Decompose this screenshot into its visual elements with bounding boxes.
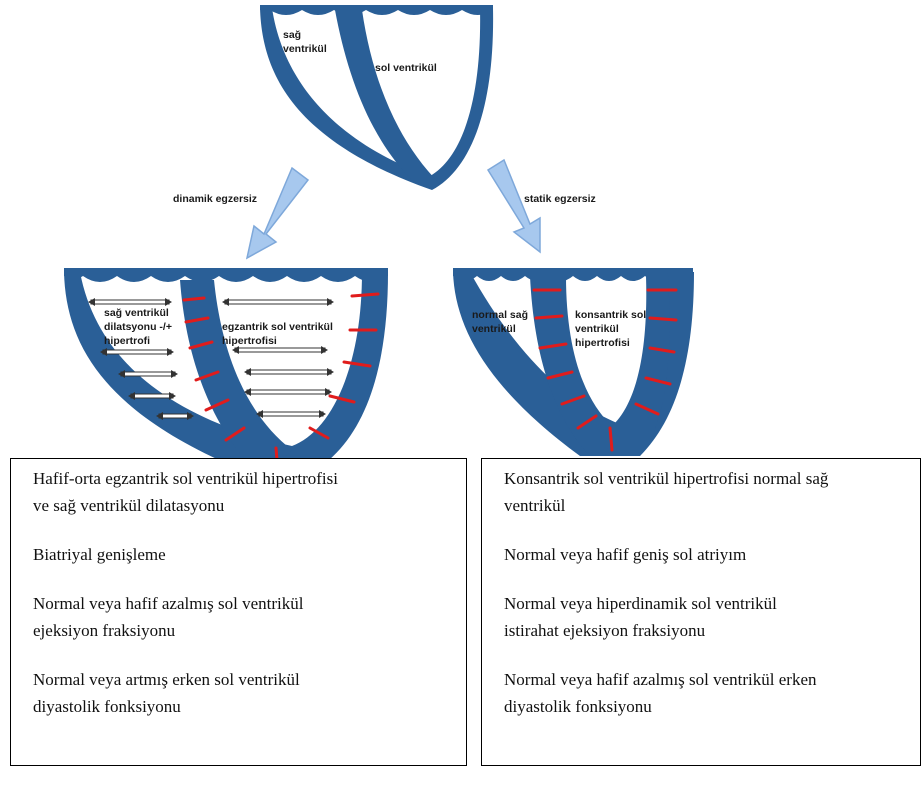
left-heart: [64, 268, 388, 460]
wall-marker: [610, 428, 612, 450]
wall-marker: [184, 298, 204, 300]
static-exercise-findings-box: Konsantrik sol ventrikül hipertrofisi no…: [481, 458, 921, 766]
top-heart-label-right-2: ventrikül: [283, 43, 327, 55]
left-heart-label-right-1: sağ ventrikül: [104, 307, 169, 319]
wall-marker: [536, 316, 562, 318]
left-heart-label-left-1: egzantrik sol ventrikül: [222, 321, 333, 333]
right-finding-4: Normal veya hafif azalmış sol ventrikül …: [504, 666, 900, 720]
left-finding-1: Hafif-orta egzantrik sol ventrikül hiper…: [33, 465, 446, 519]
wall-marker: [650, 318, 676, 320]
dilation-arrow: [88, 298, 172, 306]
right-heart: [453, 268, 694, 456]
left-finding-4: Normal veya artmış erken sol ventrikül d…: [33, 666, 446, 720]
left-finding-2: Biatriyal genişleme: [33, 541, 446, 568]
dilation-arrow: [222, 298, 334, 306]
left-heart-top-border: [64, 268, 388, 282]
right-heart-label-right-2: ventrikül: [472, 323, 516, 335]
wall-marker: [352, 294, 378, 296]
arrow-to-dynamic: [247, 168, 308, 258]
left-heart-label-right-2: dilatsyonu -/+: [104, 321, 172, 333]
top-heart-label-right-1: sağ: [283, 29, 301, 41]
dilation-arrow: [244, 368, 334, 376]
right-finding-3: Normal veya hiperdinamik sol ventrikül i…: [504, 590, 900, 644]
right-finding-2: Normal veya hafif geniş sol atriyım: [504, 541, 900, 568]
right-heart-label-left-2: ventrikül: [575, 323, 619, 335]
dynamic-exercise-findings-box: Hafif-orta egzantrik sol ventrikül hiper…: [10, 458, 467, 766]
dilation-arrow: [232, 346, 328, 354]
right-finding-1: Konsantrik sol ventrikül hipertrofisi no…: [504, 465, 900, 519]
heart-diagram: sağ ventrikül sol ventrikül dinamik egze…: [0, 0, 923, 460]
left-heart-label-left-2: hipertrofisi: [222, 335, 277, 347]
dilation-arrow: [256, 410, 326, 418]
dilation-arrow: [244, 388, 332, 396]
top-heart-label-left: sol ventrikül: [375, 62, 437, 74]
static-exercise-label: statik egzersiz: [524, 193, 596, 205]
right-heart-label-left-3: hipertrofisi: [575, 337, 630, 349]
left-finding-3: Normal veya hafif azalmış sol ventrikül …: [33, 590, 446, 644]
arrow-to-static: [488, 160, 540, 252]
dynamic-exercise-label: dinamik egzersiz: [173, 193, 257, 205]
right-heart-label-left-1: konsantrik sol: [575, 309, 646, 321]
left-heart-label-right-3: hipertrofi: [104, 335, 150, 347]
right-heart-label-right-1: normal sağ: [472, 309, 528, 321]
top-heart-top-border: [260, 5, 493, 15]
